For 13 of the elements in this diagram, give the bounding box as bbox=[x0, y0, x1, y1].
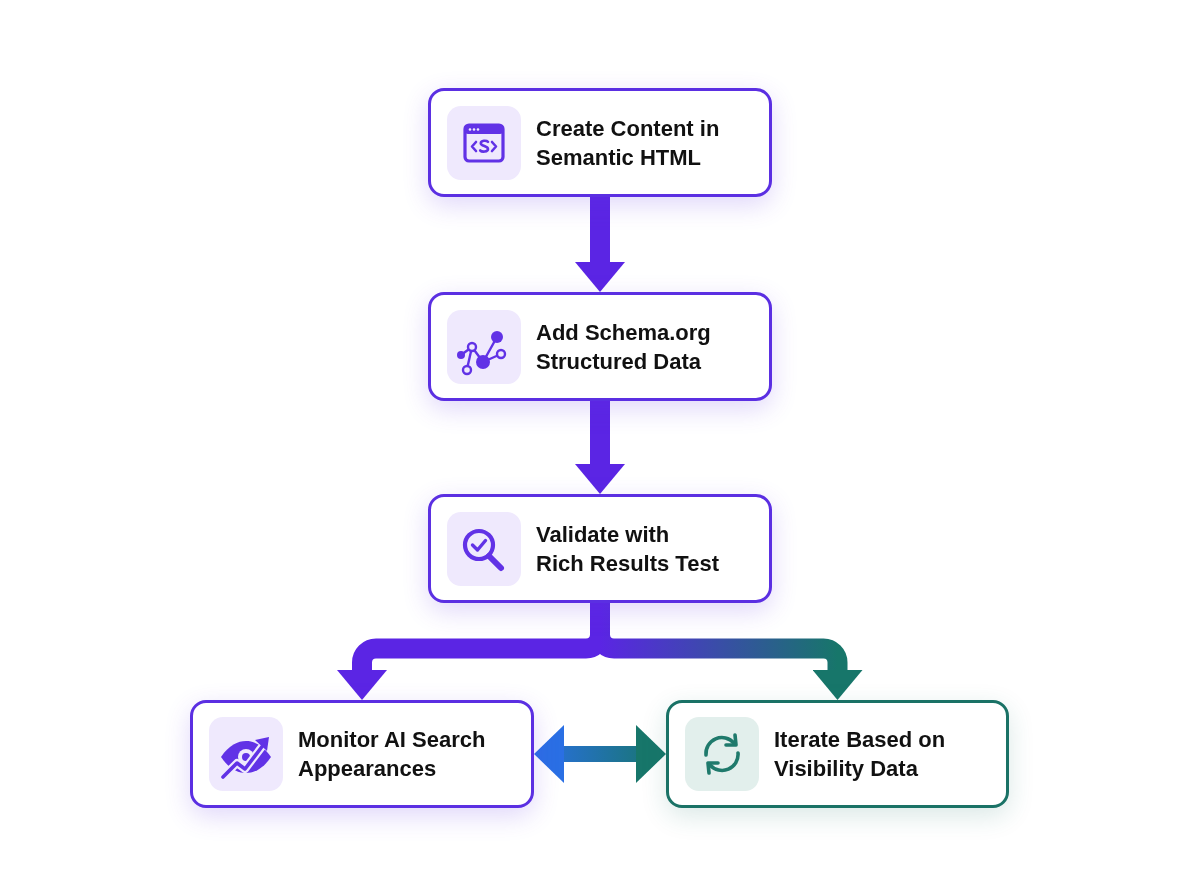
double-arrow bbox=[534, 725, 666, 783]
process-box bbox=[190, 700, 534, 808]
process-box bbox=[666, 700, 1009, 808]
step-label: Add Schema.org Structured Data bbox=[536, 318, 712, 376]
process-box bbox=[428, 88, 772, 197]
arrow bbox=[575, 197, 625, 292]
step-label: Validate with Rich Results Test bbox=[536, 520, 720, 578]
step-label: Monitor AI Search Appearances bbox=[298, 726, 487, 783]
step-label: Create Content in Semantic HTML bbox=[536, 114, 721, 172]
step-label: Iterate Based on Visibility Data bbox=[774, 726, 947, 783]
arrow bbox=[575, 401, 625, 494]
process-box bbox=[428, 292, 772, 401]
process-box bbox=[428, 494, 772, 603]
